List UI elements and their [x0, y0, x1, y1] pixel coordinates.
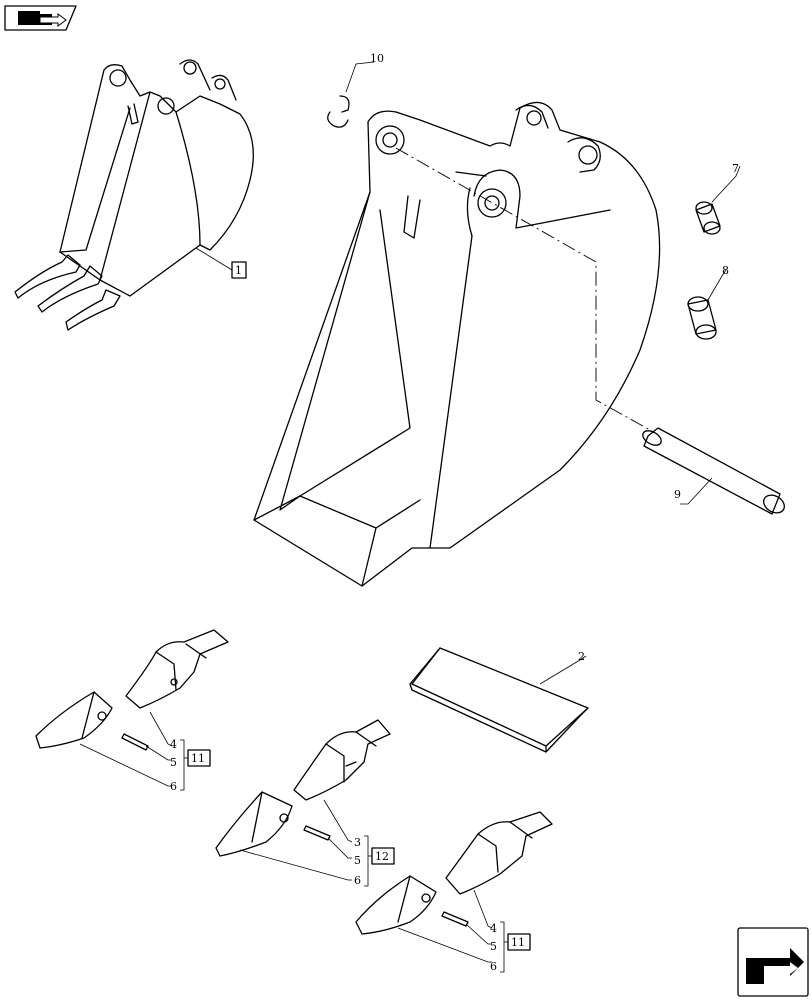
- tooth-set-c: 4 5 6 11: [355, 811, 553, 973]
- tooth-set-a: 4 5 6 11: [35, 629, 229, 793]
- callout-5c: 5: [490, 940, 497, 953]
- small-bucket-assembly: 1: [14, 59, 254, 331]
- cutting-edge-2: 2: [409, 647, 589, 753]
- callout-1: 1: [235, 264, 242, 277]
- callout-6a: 6: [170, 780, 177, 793]
- callout-10: 10: [370, 52, 384, 65]
- tooth-set-b: 3 5 6 12: [215, 719, 395, 887]
- kit-label-12: 12: [375, 850, 389, 863]
- callout-6b: 6: [354, 874, 361, 887]
- bushing-7: 7: [695, 162, 741, 235]
- pin-9: 9: [642, 427, 785, 515]
- callout-4b: 4: [490, 922, 497, 935]
- kit-label-11a: 11: [191, 752, 205, 765]
- callout-5b: 5: [354, 854, 361, 867]
- callout-4a: 4: [170, 738, 177, 751]
- callout-5a: 5: [170, 756, 177, 769]
- kit-label-11b: 11: [511, 936, 525, 949]
- retaining-clip-10: 10: [327, 52, 384, 128]
- folder-arrow-icon[interactable]: [4, 5, 77, 31]
- callout-2: 2: [578, 650, 585, 663]
- callout-6c: 6: [490, 960, 497, 973]
- bushing-8: 8: [687, 264, 729, 340]
- callout-7: 7: [732, 162, 739, 175]
- callout-9: 9: [674, 488, 681, 501]
- next-page-arrow-icon[interactable]: [737, 927, 809, 997]
- callout-8: 8: [722, 264, 729, 277]
- large-bucket: [253, 101, 661, 587]
- callout-3: 3: [354, 836, 361, 849]
